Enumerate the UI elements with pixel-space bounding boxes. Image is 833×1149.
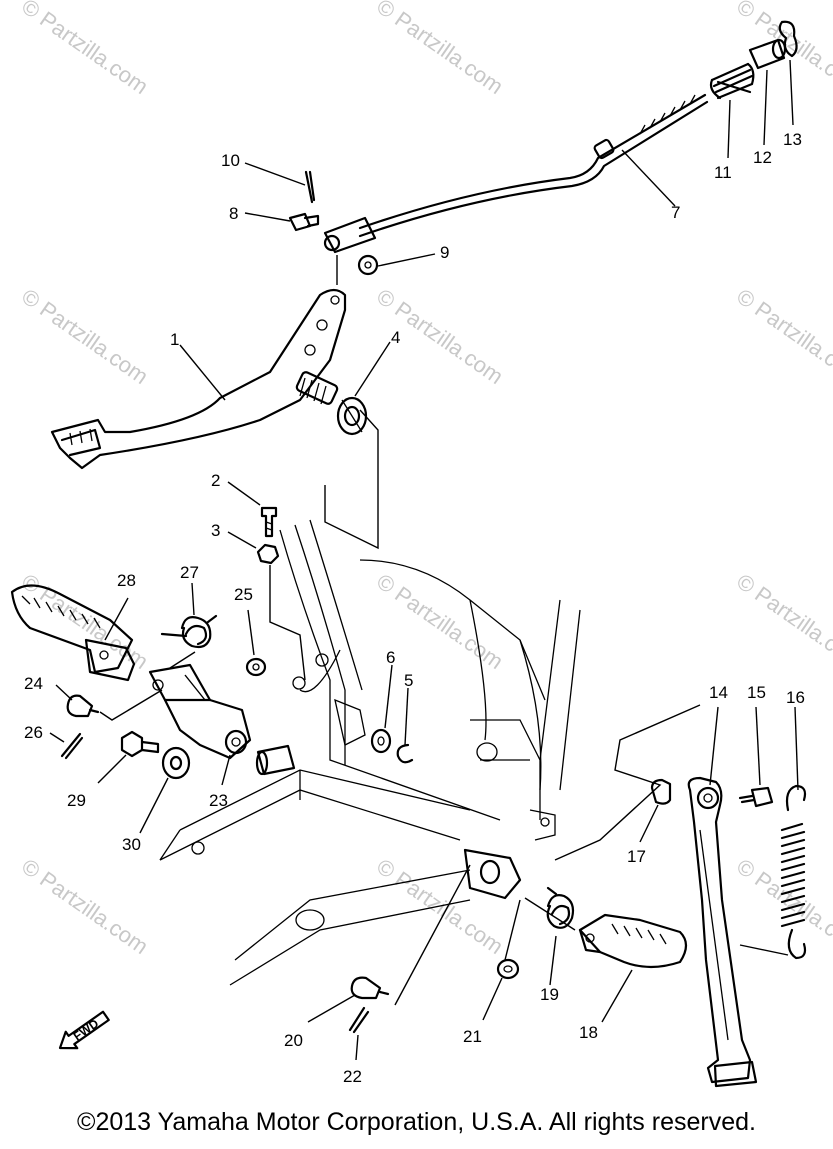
callout-8: 8 [229,204,238,223]
footrest-right [578,913,688,969]
callout-7: 7 [671,203,680,222]
watermark: © Partzilla.com [17,854,153,960]
callout-17: 17 [627,847,646,866]
callout-1: 1 [170,330,179,349]
copyright-notice: ©2013 Yamaha Motor Corporation, U.S.A. A… [77,1108,756,1136]
callout-15: 15 [747,683,766,702]
callout-18: 18 [579,1023,598,1042]
callout-13: 13 [783,130,802,149]
watermark: © Partzilla.com [732,0,833,99]
watermark: © Partzilla.com [372,0,508,99]
footrest-pin [66,694,100,718]
callout-4: 4 [391,328,400,347]
callout-29: 29 [67,791,86,810]
pedal-spring [336,396,368,436]
callout-9: 9 [440,243,449,262]
stand-bolt [738,786,774,808]
callout-23: 23 [209,791,228,810]
callout-19: 19 [540,985,559,1004]
leader-lines [49,59,799,1061]
callout-28: 28 [117,571,136,590]
callout-11: 11 [714,163,732,182]
callout-labels: 1 2 3 4 5 6 7 8 9 10 11 12 13 14 15 16 1… [24,130,805,1086]
footrest-pin-right [350,976,390,1000]
pivot-shaft [255,744,296,776]
callout-22: 22 [343,1067,362,1086]
clevis-washer [357,254,379,276]
watermark: © Partzilla.com [17,284,153,390]
callout-14: 14 [709,683,728,702]
clevis-pin [288,212,320,232]
brake-rod [358,93,709,238]
callout-3: 3 [211,521,220,540]
callout-27: 27 [180,563,199,582]
frame [159,519,581,986]
collar [245,657,267,677]
stand-spring [780,784,807,960]
bracket-bolt [120,730,160,758]
brake-pedal [50,288,347,470]
callout-20: 20 [284,1031,303,1050]
wing-nut [778,20,798,58]
watermark: © Partzilla.com [732,284,833,390]
callout-16: 16 [786,688,805,707]
cotter-pin [304,170,316,204]
pivot-washer [370,728,392,754]
pedal-bolt [260,506,278,538]
watermark-layer: © Partzilla.com © Partzilla.com © Partzi… [17,0,833,959]
callout-30: 30 [122,835,141,854]
callout-24: 24 [24,674,43,693]
callout-10: 10 [221,151,240,170]
rod-adjuster [748,38,787,70]
callout-2: 2 [211,471,220,490]
footrest-cotter-pin [60,732,84,760]
watermark: © Partzilla.com [17,0,153,99]
callout-5: 5 [404,671,413,690]
callout-12: 12 [753,148,772,167]
circlip [396,743,414,764]
footrest-spring-right [546,886,575,929]
callout-26: 26 [24,723,43,742]
footrest-cotter-right [348,1006,370,1034]
footrest-left [10,584,136,682]
footrest-bracket [148,663,252,760]
side-stand [687,776,758,1088]
fwd-arrow-icon: FWD [58,1010,110,1050]
callout-6: 6 [386,648,395,667]
footrest-washer-right [496,958,520,980]
footrest-mount-right [463,848,522,900]
rod-spring [709,62,755,100]
pedal-nut [256,543,280,565]
watermark: © Partzilla.com [732,569,833,675]
fwd-label: FWD [71,1016,102,1043]
rod-clevis [323,216,377,254]
callout-21: 21 [463,1027,482,1046]
bracket-washer [161,746,191,780]
footrest-spring-left [160,614,218,649]
callout-25: 25 [234,585,253,604]
